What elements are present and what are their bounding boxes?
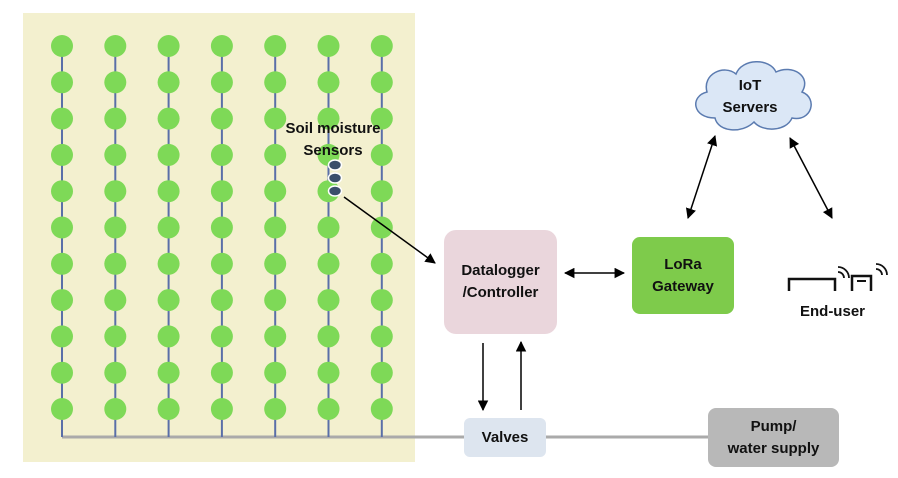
plant <box>210 398 233 420</box>
plant <box>51 35 73 57</box>
plant <box>104 107 127 130</box>
plant <box>317 289 340 312</box>
plant <box>104 180 127 203</box>
pump-label: Pump/ water supply <box>727 417 820 457</box>
lora-gateway-label: LoRa Gateway <box>652 255 714 295</box>
plant <box>51 361 73 384</box>
plant <box>210 35 233 57</box>
plant <box>51 143 73 166</box>
plant <box>317 71 340 94</box>
plant <box>370 107 393 130</box>
plant <box>51 180 73 203</box>
plant <box>104 289 127 312</box>
plant <box>264 398 287 420</box>
plant <box>51 71 73 94</box>
plant <box>370 143 393 166</box>
plant <box>157 216 180 239</box>
plant <box>210 289 233 312</box>
plant-rows <box>51 35 393 437</box>
lora-gateway-box: LoRa Gateway <box>632 237 734 314</box>
datalogger-label: Datalogger /Controller <box>461 262 540 301</box>
plant <box>104 398 127 420</box>
pump-water-supply-box: Pump/ water supply <box>708 408 839 467</box>
soil-moisture-sensors-label: Soil moisture Sensors <box>285 120 381 159</box>
plant <box>51 325 73 348</box>
arrow-gateway-iot <box>685 135 718 219</box>
sensor-dot <box>327 159 343 171</box>
plant <box>210 216 233 239</box>
plant <box>370 398 393 420</box>
plant <box>157 398 180 420</box>
plant <box>264 289 287 312</box>
sensor-dot <box>327 172 343 184</box>
sensor-dot <box>327 185 343 197</box>
iot-cloud-icon <box>695 61 812 131</box>
plant <box>51 216 73 239</box>
plant <box>157 107 180 130</box>
plant <box>264 252 287 275</box>
plant <box>210 143 233 166</box>
plant <box>317 252 340 275</box>
plant <box>51 252 73 275</box>
plant <box>51 107 73 130</box>
plant <box>370 216 393 239</box>
plant <box>370 35 393 57</box>
plant <box>264 361 287 384</box>
arrow-iot-enduser <box>789 137 833 219</box>
plant <box>317 361 340 384</box>
valves-box: Valves <box>464 418 546 457</box>
plant <box>370 289 393 312</box>
plant <box>210 361 233 384</box>
plant <box>104 35 127 57</box>
plant <box>210 107 233 130</box>
plant <box>264 143 287 166</box>
iot-servers-label: IoT Servers <box>722 77 778 116</box>
plant <box>157 71 180 94</box>
plant <box>317 325 340 348</box>
plant <box>104 143 127 166</box>
plant <box>157 361 180 384</box>
plant <box>264 35 287 57</box>
plant <box>370 71 393 94</box>
plant <box>317 398 340 420</box>
end-user-label: End-user <box>799 303 865 320</box>
plant <box>104 361 127 384</box>
plant <box>317 216 340 239</box>
plant <box>210 71 233 94</box>
plant <box>264 71 287 94</box>
plant <box>157 180 180 203</box>
plant <box>210 325 233 348</box>
plant <box>104 71 127 94</box>
end-user-devices-icon <box>787 263 888 291</box>
plant <box>104 216 127 239</box>
plant <box>210 252 233 275</box>
datalogger-controller-box: Datalogger /Controller <box>444 230 557 334</box>
plant <box>317 35 340 57</box>
plant <box>264 180 287 203</box>
plant <box>264 216 287 239</box>
arrow-sensors-to-controller <box>343 196 436 264</box>
soil-sensor-group <box>327 159 343 197</box>
plant <box>157 289 180 312</box>
plant <box>370 180 393 203</box>
plant <box>210 180 233 203</box>
plant <box>104 252 127 275</box>
plant <box>51 289 73 312</box>
plant <box>157 325 180 348</box>
plant <box>264 107 287 130</box>
plant <box>264 325 287 348</box>
plant <box>157 143 180 166</box>
plant <box>157 35 180 57</box>
plant <box>370 361 393 384</box>
plant <box>157 252 180 275</box>
valves-label: Valves <box>481 428 529 446</box>
plant <box>370 252 393 275</box>
plant <box>317 107 340 130</box>
plant <box>51 398 73 420</box>
plant <box>104 325 127 348</box>
plant <box>370 325 393 348</box>
